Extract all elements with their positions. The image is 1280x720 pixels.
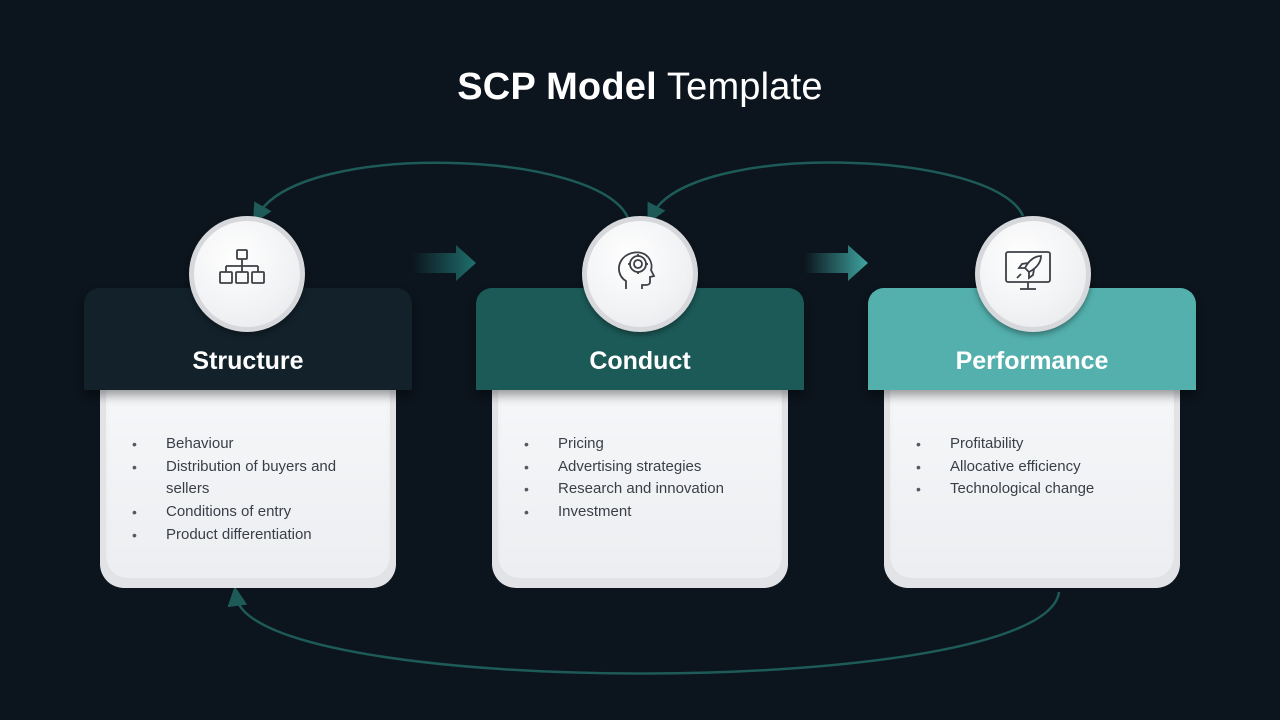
flow-arrow-structure-conduct: [412, 245, 476, 281]
title-light: Template: [666, 66, 823, 108]
feedback-arrow-performance-to-structure: [227, 586, 1061, 675]
list-item: Conditions of entry: [132, 501, 372, 524]
feedback-arrow-conduct-to-structure: [253, 161, 630, 224]
list-item: Product differentiation: [132, 524, 372, 547]
hierarchy-icon: [219, 249, 265, 284]
list-item: Pricing: [524, 433, 764, 456]
list-item: Profitability: [916, 433, 1156, 456]
head-gear-icon: [618, 251, 656, 289]
structure-body: Behaviour Distribution of buyers and sel…: [100, 384, 396, 588]
conduct-body: Pricing Advertising strategies Research …: [492, 384, 788, 588]
structure-label: Structure: [192, 347, 304, 375]
performance-header: Performance: [868, 288, 1196, 390]
performance-label: Performance: [955, 347, 1109, 375]
structure-list: Behaviour Distribution of buyers and sel…: [132, 433, 372, 547]
flow-arrow-conduct-performance: [804, 245, 868, 281]
conduct-label: Conduct: [589, 347, 691, 375]
feedback-arrow-performance-to-conduct: [647, 161, 1025, 224]
conduct-icon-badge: [582, 216, 698, 332]
list-item: Allocative efficiency: [916, 456, 1156, 479]
list-item: Distribution of buyers and sellers: [132, 456, 372, 501]
performance-icon-badge: [975, 216, 1091, 332]
performance-list: Profitability Allocative efficiency Tech…: [916, 433, 1156, 501]
list-item: Advertising strategies: [524, 456, 764, 479]
structure-icon-badge: [189, 216, 305, 332]
slide-title: SCP Model Template: [0, 66, 1280, 109]
performance-body: Profitability Allocative efficiency Tech…: [884, 384, 1180, 588]
list-item: Behaviour: [132, 433, 372, 456]
structure-card: Structure Behaviour Distribution of buye…: [84, 288, 412, 588]
list-item: Research and innovation: [524, 478, 764, 501]
performance-card: Performance Profitability Allocative eff…: [868, 288, 1196, 588]
title-bold: SCP Model: [457, 66, 657, 108]
conduct-list: Pricing Advertising strategies Research …: [524, 433, 764, 524]
monitor-rocket-icon: [1005, 251, 1051, 290]
conduct-card: Conduct Pricing Advertising strategies R…: [476, 288, 804, 588]
list-item: Technological change: [916, 478, 1156, 501]
list-item: Investment: [524, 501, 764, 524]
